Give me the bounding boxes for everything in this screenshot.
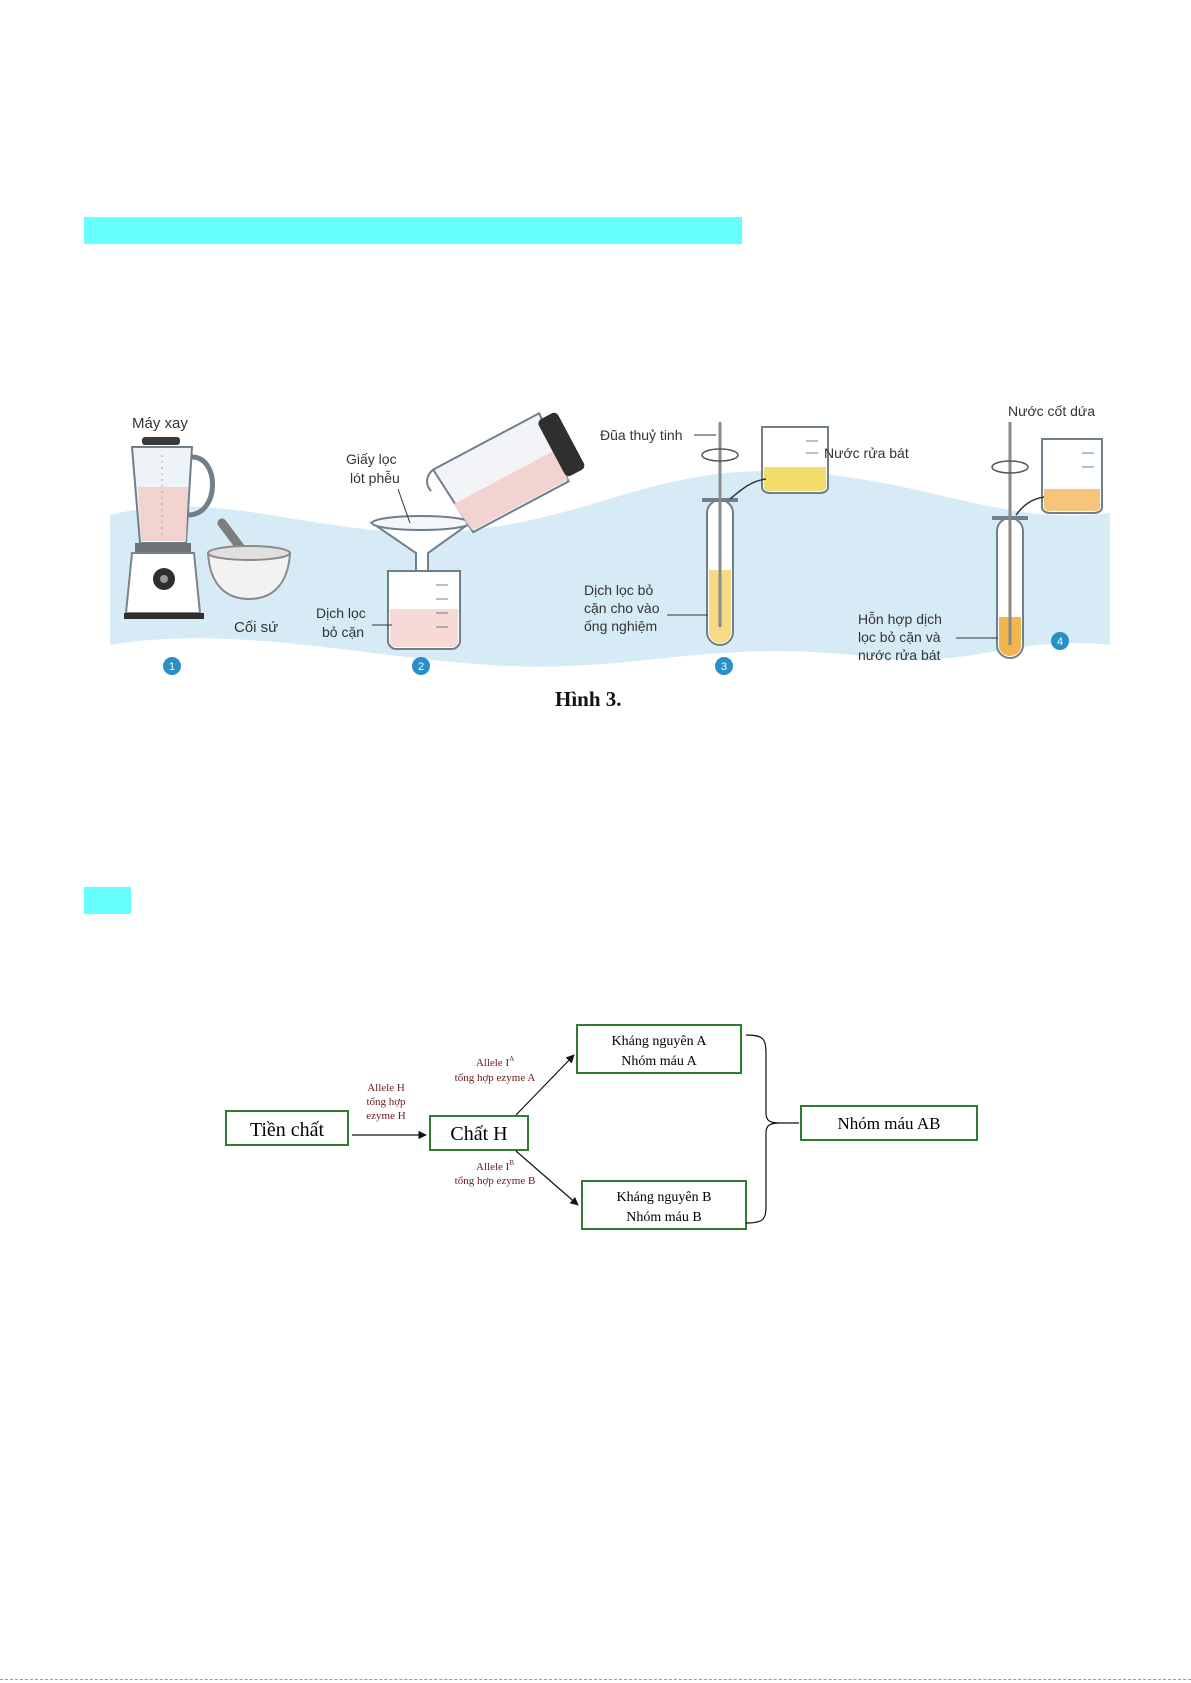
step-badge-1: 1 bbox=[163, 657, 181, 675]
step-badge-4: 4 bbox=[1051, 632, 1069, 650]
svg-text:4: 4 bbox=[1057, 636, 1063, 648]
funnel-icon bbox=[368, 515, 474, 578]
mortar-label: Cối sứ bbox=[234, 619, 278, 636]
glass-rod-icon bbox=[701, 422, 739, 627]
filter-paper-label: Giấy lọc bbox=[346, 451, 397, 467]
svg-text:Allele H: Allele H bbox=[367, 1082, 405, 1094]
antigen-a-line1: Kháng nguyên A bbox=[612, 1034, 708, 1049]
edge-label-h: Allele H tổng hợp ezyme H bbox=[366, 1082, 406, 1122]
tube-label-1: Dịch lọc bỏ bbox=[584, 582, 653, 598]
filtrate-label: Dịch lọc bbox=[316, 605, 366, 621]
pitcher-icon bbox=[426, 411, 585, 534]
antigen-b-line2: Nhóm máu B bbox=[626, 1210, 701, 1225]
dish-soap-label: Nước rửa bát bbox=[824, 445, 909, 461]
svg-text:tổng hợp ezyme B: tổng hợp ezyme B bbox=[455, 1175, 536, 1187]
highlighted-line bbox=[84, 217, 742, 244]
blender-label: Máy xay bbox=[132, 415, 188, 432]
antigen-a-box bbox=[576, 1024, 742, 1074]
brace bbox=[745, 1034, 781, 1224]
page-bottom-rule bbox=[0, 1679, 1191, 1680]
substance-h-text: Chất H bbox=[450, 1123, 507, 1145]
soap-beaker-icon bbox=[729, 426, 829, 500]
blender-icon bbox=[124, 437, 215, 619]
filter-paper-label-2: lót phễu bbox=[350, 470, 400, 486]
svg-text:tổng hợp ezyme A: tổng hợp ezyme A bbox=[455, 1072, 536, 1084]
glass-rod-label: Đũa thuỷ tinh bbox=[600, 427, 683, 443]
antigen-b-line1: Kháng nguyên B bbox=[617, 1190, 712, 1205]
pineapple-label: Nước cốt dứa bbox=[1008, 403, 1095, 419]
mixture-tube-icon bbox=[991, 422, 1029, 659]
filtrate-label-2: bỏ cặn bbox=[322, 624, 364, 640]
tube-label-2: cặn cho vào bbox=[584, 600, 660, 616]
tube-label-3: ống nghiệm bbox=[584, 618, 657, 634]
step-badge-3: 3 bbox=[715, 657, 733, 675]
experiment-illustration: Máy xay Cối sứ Giấy lọc lót phễu Dịch lọ… bbox=[110, 403, 1110, 711]
mixture-label-1: Hỗn hợp dịch bbox=[858, 611, 942, 627]
substance-h-box bbox=[429, 1115, 529, 1151]
blood-ab-box bbox=[800, 1105, 978, 1141]
svg-text:Allele IA: Allele IA bbox=[476, 1055, 514, 1069]
figure-caption: Hình 3. bbox=[555, 687, 622, 711]
mixture-label-3: nước rửa bát bbox=[858, 647, 941, 663]
background-band bbox=[110, 470, 1110, 667]
blood-type-diagram: Tiền chất Chất H Kháng nguyên A Nhóm máu… bbox=[225, 1024, 978, 1230]
edge-label-b: Allele IB tổng hợp ezyme B bbox=[455, 1159, 536, 1187]
highlighted-marker bbox=[84, 887, 131, 914]
svg-text:2: 2 bbox=[418, 661, 424, 673]
antigen-b-box bbox=[581, 1180, 747, 1230]
mortar-icon bbox=[206, 518, 292, 601]
edge-label-a: Allele IA tổng hợp ezyme A bbox=[455, 1055, 536, 1084]
step-badge-2: 2 bbox=[412, 657, 430, 675]
svg-text:tổng hợp: tổng hợp bbox=[366, 1096, 406, 1108]
pineapple-beaker-icon bbox=[1015, 438, 1103, 516]
blood-ab-text: Nhóm máu AB bbox=[838, 1114, 941, 1133]
precursor-text: Tiền chất bbox=[250, 1119, 325, 1141]
mixture-label-2: lọc bỏ cặn và bbox=[858, 629, 941, 645]
beaker-icon bbox=[387, 570, 461, 650]
precursor-box bbox=[225, 1110, 349, 1146]
svg-text:3: 3 bbox=[721, 661, 727, 673]
svg-text:Allele IB: Allele IB bbox=[476, 1159, 514, 1173]
antigen-a-line2: Nhóm máu A bbox=[621, 1054, 697, 1069]
svg-text:1: 1 bbox=[169, 661, 175, 673]
arrow-h-to-b bbox=[515, 1150, 579, 1206]
svg-text:ezyme H: ezyme H bbox=[366, 1110, 405, 1122]
arrow-h-to-a bbox=[515, 1054, 575, 1116]
